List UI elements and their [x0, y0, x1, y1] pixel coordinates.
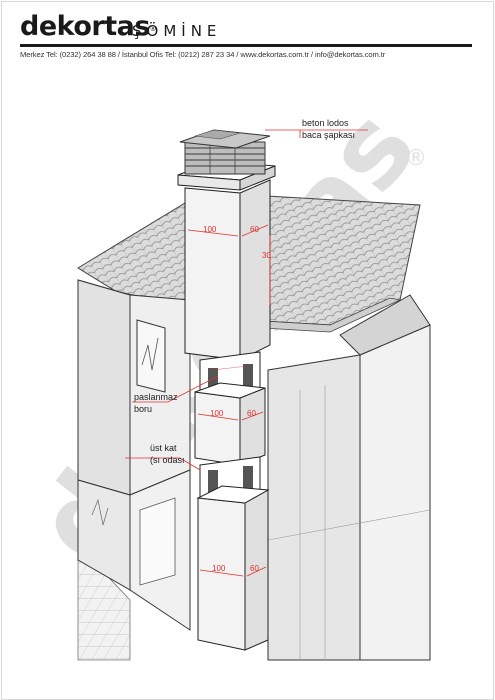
page-header: dekortas® ŞÖMİNE Merkez Tel: (0232) 264 … — [0, 0, 495, 70]
chimney-middle — [194, 382, 266, 466]
house-right-wall — [267, 294, 431, 661]
dim-top-width: 100 — [203, 225, 217, 234]
brand-subtitle: ŞÖMİNE — [132, 22, 222, 40]
label-stainless-pipe-line2: boru — [134, 404, 153, 414]
chimney-upper — [177, 160, 276, 361]
dim-low-width: 100 — [212, 564, 226, 573]
paving — [77, 543, 131, 661]
label-upper-floor-line1: üst kat — [150, 443, 177, 453]
label-stainless-pipe: paslanmaz boru — [134, 391, 178, 415]
label-upper-floor-line2: (sı odası — [150, 455, 185, 465]
label-concrete-cap-line1: beton lodos — [302, 118, 349, 128]
contact-line: Merkez Tel: (0232) 264 38 88 / İstanbul … — [20, 50, 386, 59]
house-left-block — [77, 279, 191, 631]
label-concrete-cap: beton lodos baca şapkası — [302, 117, 355, 141]
label-stainless-pipe-line1: paslanmaz — [134, 392, 178, 402]
chimney-diagram: dekortas ® — [12, 87, 440, 661]
brand-name: dekortas — [20, 11, 150, 42]
dim-mid-width: 100 — [210, 409, 224, 418]
header-rule — [20, 44, 472, 47]
label-concrete-cap-line2: baca şapkası — [302, 130, 356, 140]
dimension-lines — [187, 224, 271, 577]
dimension-labels: 100 60 30 100 60 100 60 — [203, 225, 271, 573]
chimney-cap — [179, 129, 271, 175]
chimney-lower — [196, 485, 270, 651]
dim-mid-depth: 60 — [247, 409, 256, 418]
label-upper-floor: üst kat (sı odası — [150, 442, 185, 466]
dim-low-depth: 60 — [250, 564, 259, 573]
callout-leaders — [125, 129, 368, 471]
watermark-registered-mark: ® — [405, 146, 427, 171]
dim-top-side: 30 — [262, 251, 271, 260]
brand-logo: dekortas® — [20, 11, 156, 42]
dim-top-depth: 60 — [250, 225, 259, 234]
brand-registered-mark: ® — [149, 25, 156, 33]
